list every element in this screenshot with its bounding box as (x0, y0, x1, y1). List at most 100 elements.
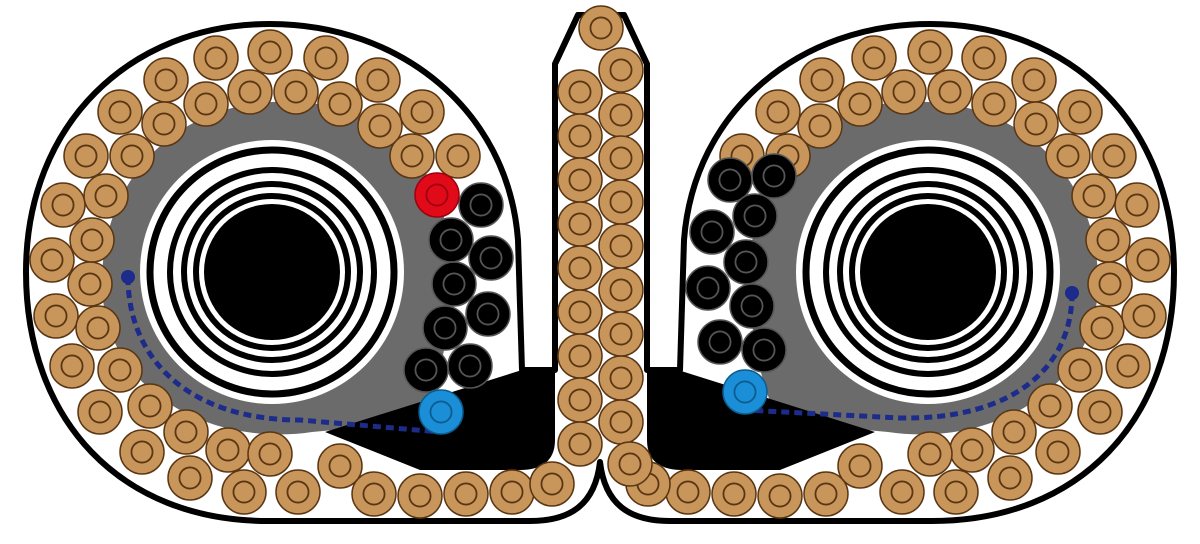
right-dummy-round-8 (697, 319, 743, 365)
drum-axle (860, 204, 996, 340)
tower-round-13 (557, 289, 603, 335)
left-round-20 (397, 473, 443, 519)
left-round-35 (67, 261, 113, 307)
right-dummy-rounds (685, 153, 797, 373)
left-round-30 (357, 103, 403, 149)
left-round-33 (83, 173, 129, 219)
left-round-38 (127, 383, 173, 429)
tower-round-9 (557, 201, 603, 247)
follower-markers (414, 172, 768, 435)
left-round-4 (247, 29, 293, 75)
right-dummy-round-4 (689, 209, 735, 255)
right-drum-spring (802, 146, 1054, 398)
right-round-29 (837, 81, 883, 127)
spring-coil-1 (802, 146, 1054, 398)
right-round-41 (907, 431, 953, 477)
left-round-15 (167, 455, 213, 501)
tower-round-5 (557, 113, 603, 159)
left-round-40 (205, 427, 251, 473)
right-dummy-round-5 (723, 239, 769, 285)
right-round-34 (1085, 217, 1131, 263)
feed-tower-rounds (557, 5, 653, 487)
right-round-21 (711, 471, 757, 517)
left-round-5 (303, 35, 349, 81)
right-dummy-round-6 (685, 265, 731, 311)
tower-round-10 (598, 223, 644, 269)
left-round-16 (221, 469, 267, 515)
tower-round-14 (598, 311, 644, 357)
tower-round-1 (578, 5, 624, 51)
tower-round-7 (557, 157, 603, 203)
left-dummy-round-3 (468, 235, 514, 281)
left-dummy-round-4 (431, 261, 477, 307)
left-round-6 (355, 57, 401, 103)
spring-coil-4 (193, 193, 351, 351)
right-round-11 (1121, 293, 1167, 339)
left-dummy-round-5 (465, 291, 511, 337)
right-spring-anchor (1065, 286, 1079, 300)
left-round-23 (529, 461, 575, 507)
left-round-28 (273, 69, 319, 115)
tower-round-17 (557, 377, 603, 423)
tower-round-20 (607, 441, 653, 487)
right-round-3 (961, 35, 1007, 81)
right-round-5 (851, 35, 897, 81)
right-feed-ramp (647, 370, 875, 470)
tower-round-4 (598, 92, 644, 138)
right-round-35 (1087, 261, 1133, 307)
spring-tension-lines (121, 270, 1079, 435)
left-round-41 (247, 431, 293, 477)
tower-round-3 (557, 69, 603, 115)
left-round-26 (183, 81, 229, 127)
right-round-26 (971, 81, 1017, 127)
left-round-10 (29, 237, 75, 283)
right-round-6 (799, 57, 845, 103)
right-dummy-round-3 (732, 193, 778, 239)
left-dummy-round-6 (422, 305, 468, 351)
left-round-18 (317, 443, 363, 489)
left-round-37 (97, 347, 143, 393)
right-round-7 (755, 89, 801, 135)
right-round-30 (797, 103, 843, 149)
right-round-20 (757, 473, 803, 519)
right-round-15 (987, 455, 1033, 501)
right-round-12 (1105, 343, 1151, 389)
left-round-1 (97, 89, 143, 135)
right-round-2 (1011, 57, 1057, 103)
tower-round-18 (598, 399, 644, 445)
spring-coil-1 (146, 146, 398, 398)
tower-round-8 (598, 179, 644, 225)
right-round-14 (1035, 429, 1081, 475)
right-round-37 (1057, 347, 1103, 393)
left-round-31 (389, 133, 435, 179)
right-dummy-round-7 (729, 283, 775, 329)
left-dummy-round-7 (447, 343, 493, 389)
right-round-27 (927, 69, 973, 115)
right-round-39 (991, 409, 1037, 455)
drum-axle (204, 204, 340, 340)
tower-round-2 (598, 47, 644, 93)
right-round-22 (665, 469, 711, 515)
left-round-21 (443, 471, 489, 517)
right-round-38 (1027, 383, 1073, 429)
left-round-9 (40, 182, 86, 228)
left-round-39 (163, 409, 209, 455)
right-follower-blue (722, 369, 768, 415)
right-round-13 (1077, 389, 1123, 435)
left-round-12 (49, 343, 95, 389)
left-round-34 (69, 217, 115, 263)
tower-round-16 (598, 355, 644, 401)
right-round-10 (1125, 237, 1171, 283)
right-round-40 (949, 427, 995, 473)
right-round-33 (1071, 173, 1117, 219)
right-spring-tension-line (744, 292, 1075, 421)
left-round-8 (63, 133, 109, 179)
left-round-3 (193, 35, 239, 81)
right-round-36 (1079, 305, 1125, 351)
left-round-24 (109, 133, 155, 179)
left-round-25 (141, 101, 187, 147)
right-round-24 (1045, 133, 1091, 179)
left-dummy-round-1 (458, 182, 504, 228)
spring-coil-4 (849, 193, 1007, 351)
left-round-7 (399, 89, 445, 135)
